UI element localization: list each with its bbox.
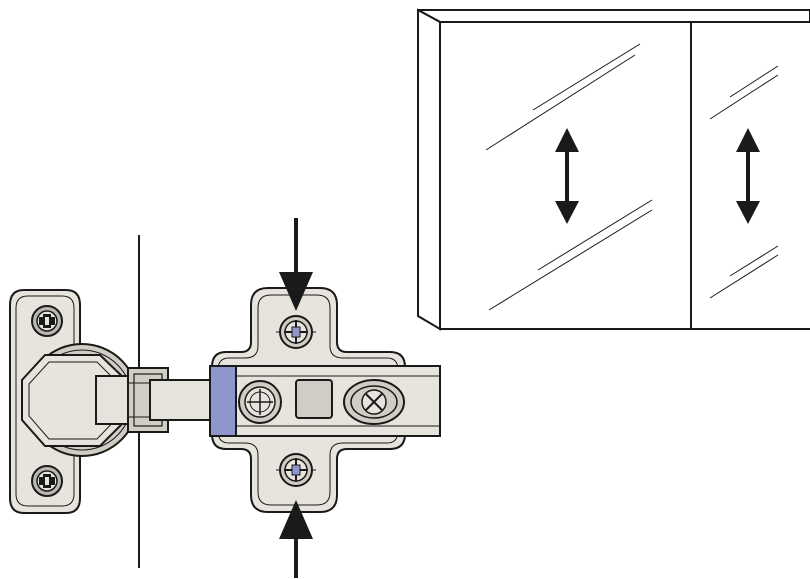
cup-screw-top [31,305,63,337]
plate-screw-top [276,315,316,349]
cabinet-front-frame [439,21,810,330]
glass-reflection-right [709,65,779,299]
hinge-assembly [9,218,441,578]
arm-square-recess [295,379,333,419]
arm-screw-left [238,380,282,424]
cup-screw-bottom [31,465,63,497]
push-arrow-bottom [279,500,313,578]
hinge-clip-blue [209,365,237,437]
arm-cam-screw [343,379,405,425]
glass-reflection-left [485,43,653,311]
mirror-cabinet [417,8,810,331]
cabinet-top-edge [417,9,810,23]
double-arrow-left-door [555,128,579,224]
hinge-link [95,367,211,433]
double-arrow-right-door [736,128,760,224]
push-arrow-top [279,218,313,311]
plate-screw-bottom [276,453,316,487]
cabinet-side-panel [417,8,441,331]
